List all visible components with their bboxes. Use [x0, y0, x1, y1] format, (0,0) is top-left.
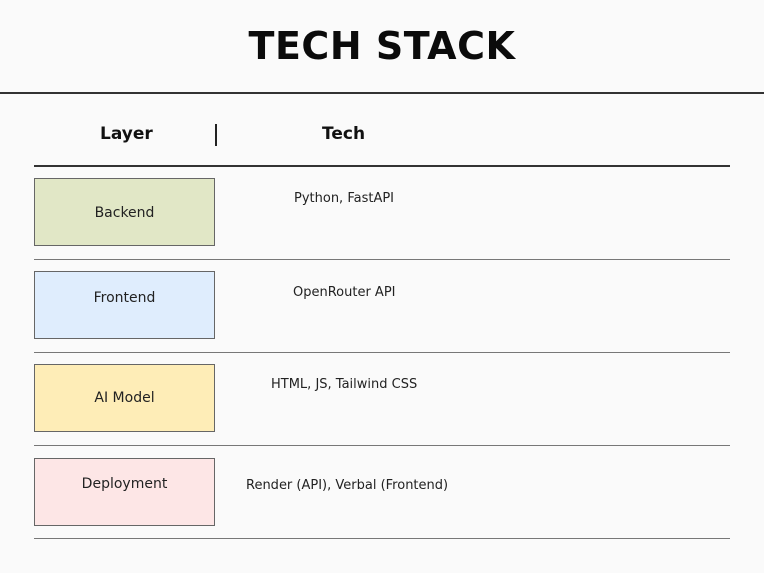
- header-rule: [34, 165, 730, 167]
- layer-label: AI Model: [94, 390, 155, 406]
- tech-text-deployment: Render (API), Verbal (Frontend): [246, 478, 449, 493]
- layer-box-deployment: Deployment: [34, 458, 215, 526]
- page-title: TECH STACK: [248, 24, 516, 68]
- header-band: TECH STACK: [0, 0, 764, 94]
- layer-box-backend: Backend: [34, 178, 215, 246]
- tech-text-backend: Python, FastAPI: [294, 191, 395, 206]
- tech-text-frontend: OpenRouter API: [293, 285, 396, 300]
- layer-box-ai-model: AI Model: [34, 364, 215, 432]
- row-rule: [34, 538, 730, 539]
- layer-label: Frontend: [93, 290, 156, 306]
- row-rule: [34, 259, 730, 260]
- layer-box-frontend: Frontend: [34, 271, 215, 339]
- column-separator: [215, 124, 217, 146]
- layer-label: Backend: [94, 205, 155, 221]
- column-header-layer: Layer: [100, 124, 153, 144]
- layer-label: Deployment: [81, 476, 168, 492]
- tech-text-ai-model: HTML, JS, Tailwind CSS: [271, 377, 418, 392]
- row-rule: [34, 352, 730, 353]
- row-rule: [34, 445, 730, 446]
- column-header-tech: Tech: [322, 124, 366, 144]
